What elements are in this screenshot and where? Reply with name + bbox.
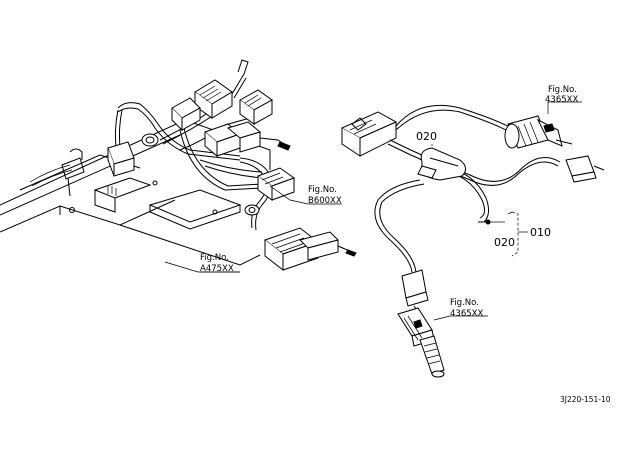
fig-bottom-line1: Fig.No. — [450, 298, 479, 308]
fig-top-right-line1: Fig.No. — [548, 85, 577, 95]
fig-bottom-line2: 4365XX — [450, 309, 483, 319]
grommet-left — [141, 133, 159, 147]
connector-mid-left — [204, 121, 291, 158]
fig-left-line1: Fig.No. — [200, 253, 229, 263]
connector-lower — [263, 227, 357, 272]
relay-block — [107, 141, 135, 177]
fig-top-right-line2: 4365XX — [545, 95, 578, 105]
sensor-top-right — [504, 115, 573, 149]
sensor-plug-right — [565, 155, 605, 183]
grommet-mid — [244, 204, 260, 216]
connector-top-a — [194, 59, 249, 119]
fig-middle-line1: Fig.No. — [308, 185, 337, 195]
connector-mid-right — [256, 167, 296, 201]
sensor-bottom — [397, 269, 445, 378]
connector-top-c — [239, 89, 273, 125]
fig-left-line2: A475XX — [200, 264, 234, 274]
connector-top-b — [171, 97, 201, 132]
clamp-bracket-left — [29, 148, 85, 197]
part-number-020-upper: 020 — [416, 130, 437, 143]
part-number-020-lower: 020 — [494, 236, 515, 249]
leader-lines — [164, 101, 582, 321]
clamp-020-upper — [417, 147, 466, 181]
terminal-point — [478, 219, 491, 225]
part-number-010: 010 — [530, 226, 551, 239]
drawing-code: 3J220-151-10 — [560, 395, 611, 404]
fig-middle-line2: B600XX — [308, 196, 342, 206]
sensor-harness — [340, 104, 561, 273]
